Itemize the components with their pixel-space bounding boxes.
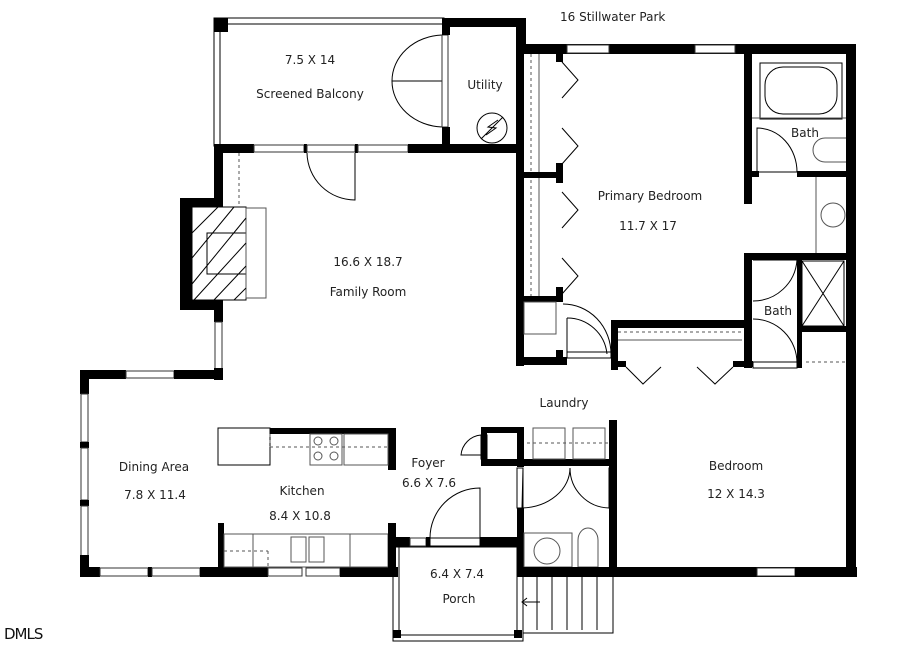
sink-icon — [820, 202, 846, 228]
room-dimensions-screened-balcony: 7.5 X 14 — [284, 53, 336, 67]
address-title: 16 Stillwater Park — [560, 10, 666, 24]
room-name-laundry: Laundry — [539, 396, 589, 410]
room-name-utility: Utility — [467, 78, 503, 92]
second-bath-structure — [744, 253, 846, 369]
utility-structure — [442, 18, 526, 146]
room-name-dining-area: Dining Area — [118, 460, 190, 474]
room-name-bedroom: Bedroom — [708, 459, 764, 473]
room-dimensions-foyer: 6.6 X 7.6 — [401, 476, 457, 490]
room-dimensions-primary-bedroom: 11.7 X 17 — [619, 219, 677, 233]
room-name-kitchen: Kitchen — [279, 484, 325, 498]
room-dimensions-bedroom: 12 X 14.3 — [707, 487, 765, 501]
bedroom-walls — [612, 567, 856, 577]
bedroom-closet — [610, 320, 753, 426]
toilet-icon — [812, 137, 846, 163]
room-dimensions-porch: 6.4 X 7.4 — [429, 567, 485, 581]
room-dimensions-dining-area: 7.8 X 11.4 — [124, 488, 186, 502]
dmls-logo: DMLS — [4, 625, 43, 643]
kitchen-structure — [217, 427, 402, 577]
room-name-screened-balcony: Screened Balcony — [256, 87, 364, 101]
dining-walls — [80, 370, 398, 577]
room-name-porch: Porch — [442, 592, 476, 606]
sink-icon — [533, 537, 561, 565]
family-room-walls — [180, 144, 520, 380]
laundry-structure — [460, 420, 857, 577]
washer-icon — [532, 427, 566, 460]
primary-closets — [516, 44, 856, 370]
fireplace-hatch-icon — [191, 206, 247, 301]
bathtub-icon — [764, 66, 838, 115]
sink-icon — [290, 536, 307, 563]
toilet-icon — [577, 527, 599, 568]
room-dimensions-family-room: 16.6 X 18.7 — [333, 255, 403, 269]
room-name-primary-bedroom: Primary Bedroom — [597, 189, 703, 203]
stove-icon — [309, 433, 343, 466]
foyer-structure — [392, 487, 614, 642]
primary-bath-structure — [744, 44, 856, 572]
screened-balcony-structure — [213, 17, 449, 147]
room-name-second-bath: Bath — [764, 304, 792, 318]
water-heater-icon — [476, 112, 508, 144]
room-dimensions-kitchen: 8.4 X 10.8 — [269, 509, 331, 523]
room-name-primary-bath: Bath — [791, 126, 819, 140]
room-name-family-room: Family Room — [329, 285, 407, 299]
room-name-foyer: Foyer — [411, 456, 445, 470]
